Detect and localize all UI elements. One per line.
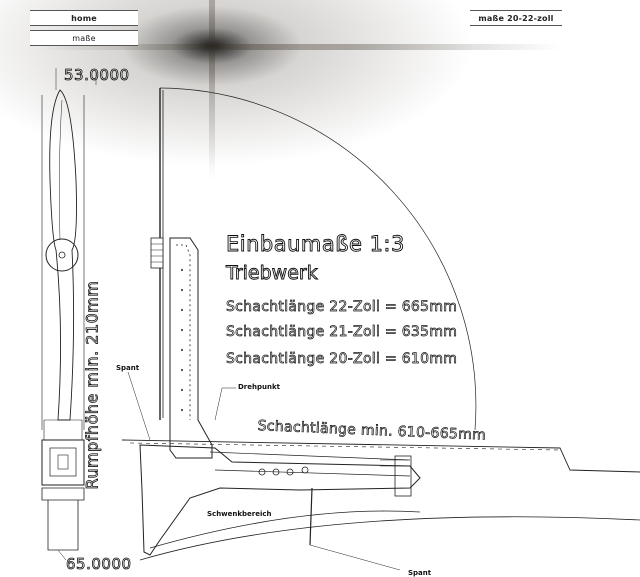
- hull-bottom-curve: [139, 516, 640, 561]
- spec-line-21-zoll: Schachtlänge 21-Zoll = 635mm: [226, 324, 458, 341]
- drehpunkt-label: Drehpunkt: [238, 383, 280, 391]
- propeller-blade: [49, 89, 77, 421]
- thrust-tube-end: [394, 455, 412, 497]
- bottom-dim-leader: [57, 549, 67, 561]
- leg-rivets: [181, 269, 183, 411]
- engine-leg-outline: [169, 237, 213, 459]
- spant-leader: [127, 371, 151, 441]
- engine-body: [139, 444, 421, 556]
- hull-line-top: [121, 439, 640, 473]
- engine-holes: [258, 466, 309, 476]
- rumpfhoehe-label: Rumpfhöhe min. 210mm: [82, 280, 102, 490]
- engine-rail-bottom: [214, 469, 411, 477]
- nav-masse-button[interactable]: maße: [30, 30, 138, 46]
- dimension-top-label: 53.0000: [64, 66, 130, 85]
- glare-streak-vertical: [209, 0, 215, 180]
- hinge-block: [150, 237, 164, 269]
- propeller-hub: [45, 238, 79, 272]
- nav-home-button[interactable]: home: [30, 10, 138, 26]
- dimension-bottom-label: 65.0000: [66, 555, 132, 574]
- motor-mount: [41, 487, 85, 501]
- lower-spant-leader: [309, 544, 401, 571]
- nav-masse-20-22-button[interactable]: maße 20-22-zoll: [470, 10, 562, 26]
- engine-leg-inner: [176, 244, 191, 420]
- glare-streak-horizontal: [40, 44, 560, 50]
- drawing-title: Einbaumaße 1:3: [226, 232, 405, 257]
- pivot-leader: [214, 387, 236, 421]
- prop-shaft-lines: [41, 95, 85, 430]
- prop-dim-line: [55, 68, 97, 90]
- swing-arc: [159, 87, 477, 431]
- lower-spant-line: [309, 487, 313, 546]
- schwenkbereich-label: Schwenkbereich: [207, 510, 272, 518]
- spec-line-22-zoll: Schachtlänge 22-Zoll = 665mm: [226, 299, 458, 316]
- hull-bottom-curve-inner: [149, 510, 421, 549]
- spant-upper-label: Spant: [116, 364, 140, 372]
- spec-line-20-zoll: Schachtlänge 20-Zoll = 610mm: [226, 351, 458, 368]
- spant-lower-label: Spant: [408, 569, 432, 577]
- motor-block: [41, 439, 85, 486]
- engine-rail-top: [209, 451, 411, 461]
- drawing-subtitle: Triebwerk: [226, 262, 319, 285]
